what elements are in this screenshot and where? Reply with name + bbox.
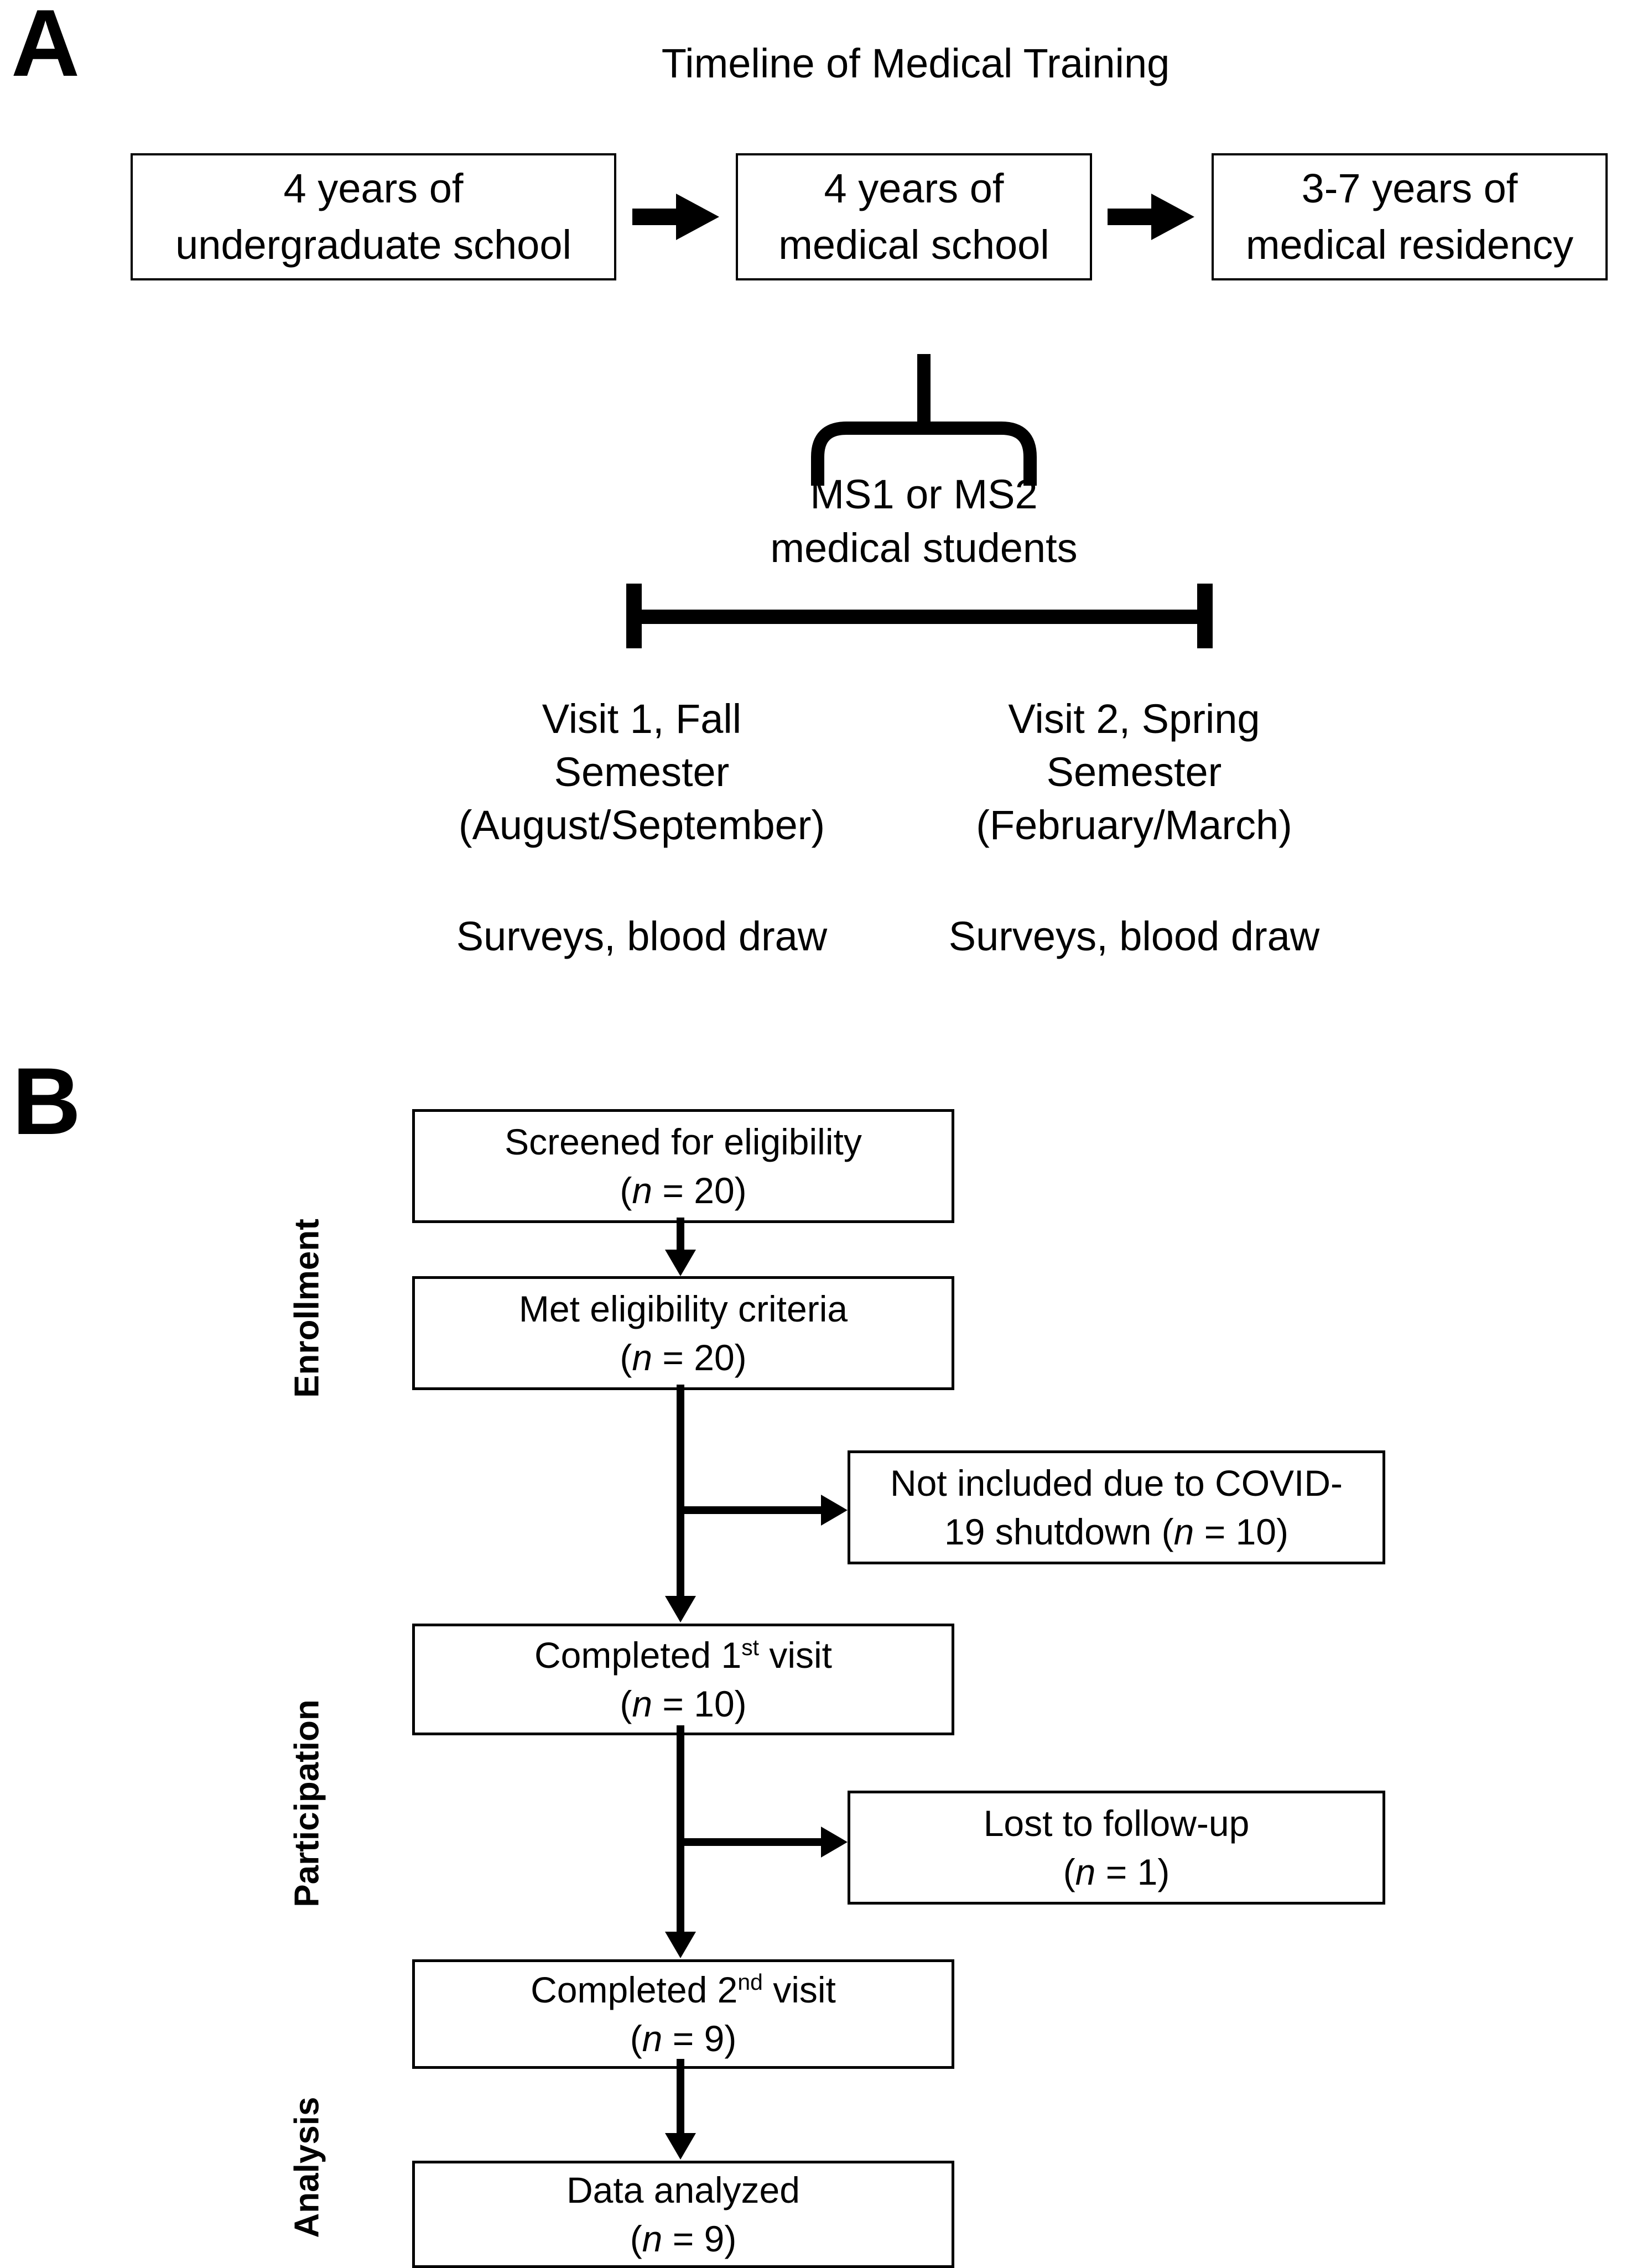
flow-box-visit2-line1: Completed 2nd visit (531, 1969, 836, 2010)
flow-box-visit1-n: (n = 10) (620, 1683, 747, 1724)
box-medical-school-line1: 4 years of (824, 165, 1004, 211)
connector-branch-line (680, 1838, 821, 1846)
cohort-line2: medical students (770, 525, 1078, 571)
flow-box-screened-line1: Screened for eligibility (505, 1121, 862, 1162)
connector-line (677, 2059, 684, 2134)
flow-box-met-line1: Met eligibility criteria (518, 1288, 848, 1329)
box-undergraduate-school: 4 years of undergraduate school (131, 153, 616, 280)
brace-icon (811, 422, 1037, 486)
arrow-down-icon (665, 1932, 696, 1958)
connector-line (677, 1385, 684, 1598)
connector-line (677, 1218, 684, 1252)
flow-box-covid-excluded: Not included due to COVID- 19 shutdown (… (848, 1450, 1385, 1564)
timeline-bar (626, 610, 1213, 624)
connector-line (677, 1725, 684, 1933)
visit1-line1: Visit 1, Fall (542, 696, 742, 742)
visit2-text: Visit 2, Spring Semester (February/March… (899, 693, 1369, 852)
flow-box-lost-n: (n = 1) (1063, 1851, 1170, 1892)
flow-box-screened: Screened for eligibility (n = 20) (412, 1109, 954, 1223)
panel-a-label: A (11, 0, 80, 96)
flow-box-met-n: (n = 20) (620, 1337, 747, 1378)
visit2-line1: Visit 2, Spring (1008, 696, 1260, 742)
arrow-down-icon (665, 1596, 696, 1622)
connector-branch-line (680, 1506, 821, 1514)
arrow-right-icon (632, 194, 719, 240)
cohort-text: MS1 or MS2 medical students (689, 467, 1159, 575)
flow-box-lost-line1: Lost to follow-up (983, 1803, 1250, 1844)
flow-box-covid-line1: Not included due to COVID- (890, 1463, 1343, 1504)
visit2-activity: Surveys, blood draw (948, 913, 1320, 959)
flow-box-analyzed-line1: Data analyzed (566, 2170, 800, 2210)
visit1-text: Visit 1, Fall Semester (August/September… (407, 693, 877, 852)
panel-b-label: B (12, 1048, 81, 1154)
flow-box-analyzed-n: (n = 9) (630, 2218, 737, 2259)
box-medical-school: 4 years of medical school (736, 153, 1092, 280)
visit2-line3: (February/March) (976, 802, 1292, 848)
flow-box-lost-followup: Lost to follow-up (n = 1) (848, 1791, 1385, 1905)
arrow-right-icon (1108, 194, 1194, 240)
timeline-right-cap (1197, 584, 1213, 648)
box-medical-residency-line1: 3-7 years of (1301, 165, 1518, 211)
box-medical-residency-line2: medical residency (1245, 222, 1574, 268)
panel-a-title: Timeline of Medical Training (661, 40, 1170, 86)
flow-box-completed-second-visit: Completed 2nd visit (n = 9) (412, 1959, 954, 2069)
arrow-down-icon (665, 1250, 696, 1276)
visit1-line3: (August/September) (458, 802, 825, 848)
box-medical-school-line2: medical school (778, 222, 1049, 268)
cohort-line1: MS1 or MS2 (810, 471, 1038, 517)
box-undergraduate-line2: undergraduate school (175, 222, 571, 268)
arrow-down-icon (665, 2133, 696, 2160)
visit1-line2: Semester (554, 749, 730, 795)
arrow-right-icon (821, 1827, 848, 1858)
flow-box-covid-line2: 19 shutdown (n = 10) (944, 1511, 1288, 1552)
visit2-line2: Semester (1046, 749, 1222, 795)
flow-box-screened-n: (n = 20) (620, 1170, 747, 1211)
box-undergraduate-line1: 4 years of (283, 165, 464, 211)
timeline-left-cap (626, 584, 642, 648)
box-medical-residency: 3-7 years of medical residency (1212, 153, 1608, 280)
visit1-activity: Surveys, blood draw (456, 913, 828, 959)
arrow-right-icon (821, 1495, 848, 1526)
flow-box-visit2-n: (n = 9) (630, 2018, 737, 2059)
flow-box-visit1-line1: Completed 1st visit (534, 1635, 833, 1676)
